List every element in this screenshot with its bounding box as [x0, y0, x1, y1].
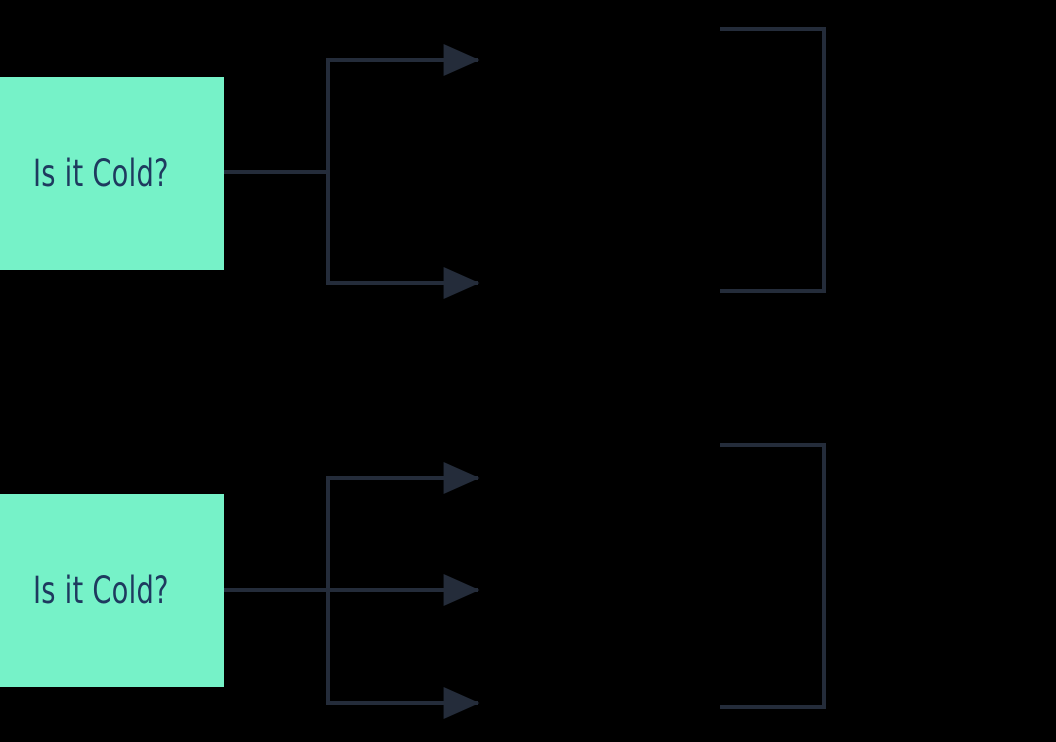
- node-upper-label: Is it Cold?: [33, 152, 169, 195]
- node-upper-is-it-cold[interactable]: Is it Cold?: [0, 77, 224, 270]
- node-lower-label: Is it Cold?: [33, 569, 169, 612]
- bracket-lower: [720, 443, 826, 709]
- edge-group-upper: [224, 44, 480, 299]
- bracket-lower-outline: [720, 443, 826, 709]
- bracket-upper: [720, 27, 826, 293]
- bracket-upper-outline: [720, 27, 826, 293]
- edge-group-lower: [224, 462, 480, 719]
- node-lower-is-it-cold[interactable]: Is it Cold?: [0, 494, 224, 687]
